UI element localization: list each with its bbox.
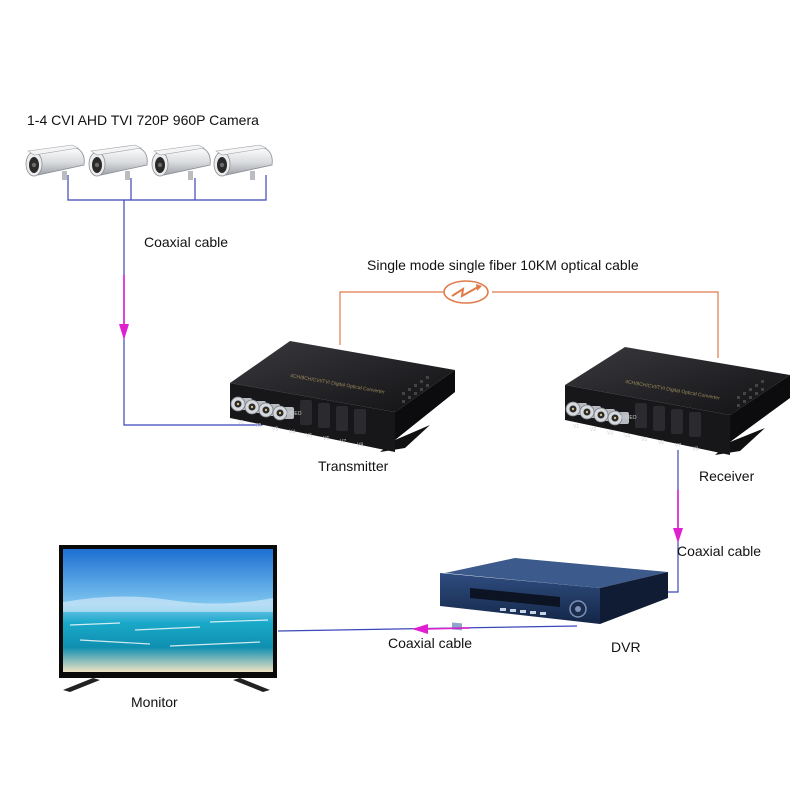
bullet-camera-icon xyxy=(88,144,148,180)
transmitter-vent xyxy=(402,376,429,403)
optical-cable-wire xyxy=(339,291,719,358)
camera-array xyxy=(25,144,273,180)
arrow-down-icon xyxy=(119,275,129,340)
port-label: V7 xyxy=(340,439,346,445)
port-label: V4 xyxy=(624,434,630,440)
coax-wire-receiver-to-dvr xyxy=(660,450,679,593)
port-label: V2 xyxy=(590,427,596,433)
bullet-camera-icon xyxy=(151,144,211,180)
optical-cable-label: Single mode single fiber 10KM optical ca… xyxy=(367,257,639,273)
bullet-camera-icon xyxy=(25,144,85,180)
port-label: V5 xyxy=(641,437,647,443)
bnc-connector-icon xyxy=(244,399,266,415)
port-label: V6 xyxy=(658,440,664,446)
dvr-device xyxy=(440,558,668,631)
port-label: V7 xyxy=(675,443,681,449)
receiver-vent xyxy=(737,380,764,407)
monitor-label: Monitor xyxy=(131,694,178,710)
port-label: V8 xyxy=(692,446,698,452)
port-label: V3 xyxy=(272,426,278,432)
coax-label-bottom: Coaxial cable xyxy=(388,635,472,651)
port-label: V1 xyxy=(573,424,579,430)
coax-label-right: Coaxial cable xyxy=(677,543,761,559)
port-label: V5 xyxy=(306,433,312,439)
video-port-label: VIDEO xyxy=(286,411,302,417)
bullet-camera-icon xyxy=(213,144,273,180)
fiber-optic-symbol-icon xyxy=(443,280,489,304)
transmitter-device: 4CH/8CH/CVI/TVI Digital Optical Converte… xyxy=(230,341,455,452)
bnc-connector-icon xyxy=(607,410,629,426)
port-label: V2 xyxy=(255,423,261,429)
bnc-connector-icon xyxy=(272,405,294,421)
port-label: V6 xyxy=(323,436,329,442)
receiver-device: 4CH/8CH/CVI/TVI Digital Optical Converte… xyxy=(565,347,790,455)
receiver-label: Receiver xyxy=(699,468,755,484)
port-label: V1 xyxy=(238,420,244,426)
transmitter-label: Transmitter xyxy=(318,458,389,474)
port-label: V4 xyxy=(289,430,295,436)
port-label: V8 xyxy=(357,442,363,448)
camera-bus-wire xyxy=(67,175,267,201)
coax-label-top: Coaxial cable xyxy=(144,234,228,250)
arrow-left-icon xyxy=(412,624,471,634)
dvr-label: DVR xyxy=(611,639,641,655)
arrow-down-icon xyxy=(673,490,683,543)
camera-title: 1-4 CVI AHD TVI 720P 960P Camera xyxy=(27,112,259,128)
port-label: V3 xyxy=(607,430,613,436)
video-port-label: VIDEO xyxy=(621,415,637,421)
monitor-device xyxy=(59,545,277,692)
